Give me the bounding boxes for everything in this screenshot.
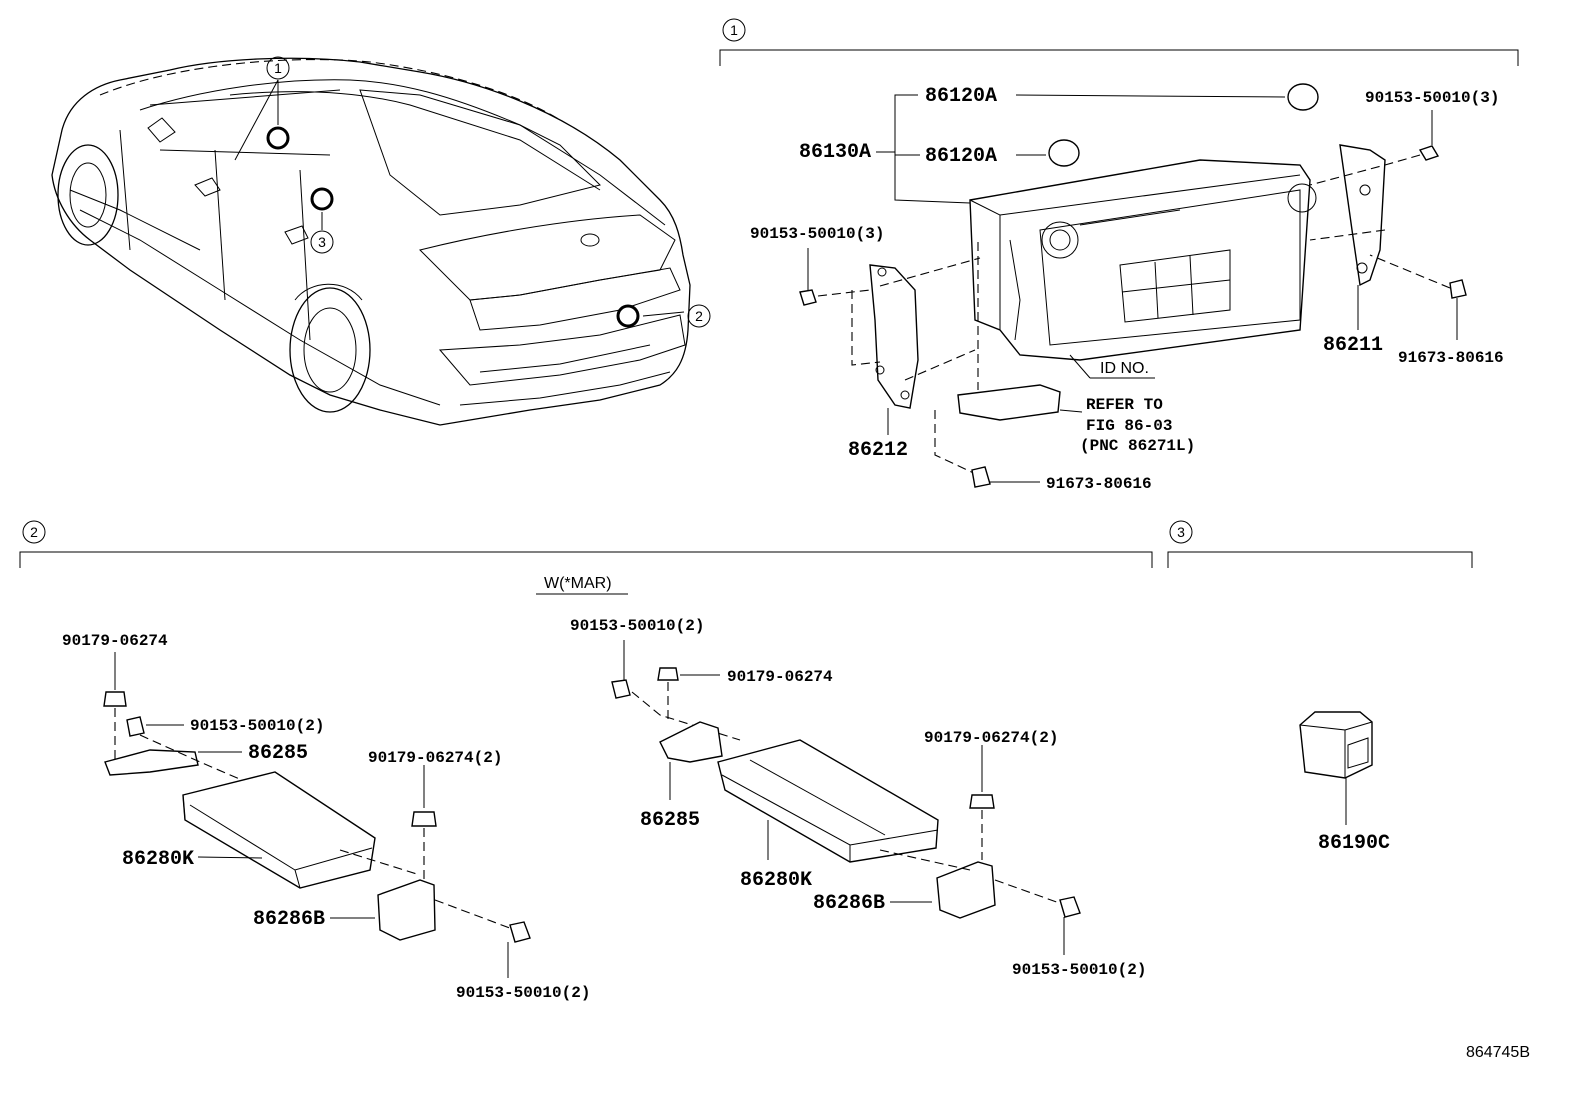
label-screw-right: 91673-80616 [1398, 349, 1504, 367]
left-bolt-bottom-icon [509, 921, 531, 943]
left-nut-right-icon [411, 811, 437, 827]
left-assembly: 90179-06274 90153-50010(2) 86285 86280K … [62, 632, 590, 1002]
label-86120A-mid: 86120A [925, 145, 997, 168]
label-86211: 86211 [1323, 334, 1383, 357]
section-1-bracket [719, 49, 1519, 66]
section-3-number: 3 [1177, 524, 1185, 540]
part-86190C-icon [1299, 711, 1373, 779]
left-bracket-86285 [104, 749, 199, 776]
section-3-bracket [1167, 551, 1473, 568]
left-bracket-86286B [377, 879, 436, 941]
refer-line-3: (PNC 86271L) [1080, 437, 1195, 455]
right-nut-icon [657, 667, 679, 681]
right-module-86280K [717, 739, 939, 863]
left-bolt-icon [126, 716, 145, 737]
right-bracket-label: 86285 [640, 809, 700, 832]
right-bolt-top-label: 90153-50010(2) [570, 617, 704, 635]
right-module-label: 86280K [740, 869, 812, 892]
vehicle-overview: 1 2 3 [51, 56, 711, 426]
screw-right-icon [1449, 279, 1467, 299]
bracket-86212 [869, 264, 919, 409]
section-2: 2 W(*MAR) 90179-06274 90153-50010(2) 862… [19, 520, 1153, 1002]
label-86212: 86212 [848, 439, 908, 462]
left-bracket-b-label: 86286B [253, 908, 325, 931]
right-bolt-bottom-label: 90153-50010(2) [1012, 961, 1146, 979]
label-bolt-left: 90153-50010(3) [750, 225, 884, 243]
left-bolt-bottom-label: 90153-50010(2) [456, 984, 590, 1002]
left-nut-top-label: 90179-06274 [62, 632, 168, 650]
section-1: 1 86130A 86120A 86120A [719, 18, 1519, 493]
right-bolt-top-icon [611, 679, 631, 699]
bracket-86211 [1339, 144, 1386, 287]
right-bolt-bottom-icon [1059, 896, 1081, 918]
label-bolt-right: 90153-50010(3) [1365, 89, 1499, 107]
head-unit-86130A [969, 159, 1317, 361]
left-nut-top-icon [103, 691, 127, 707]
location-marker-2 [616, 304, 640, 328]
label-86130A: 86130A [799, 141, 871, 164]
id-module [957, 384, 1061, 421]
right-bracket-b-label: 86286B [813, 892, 885, 915]
callout-circle-1 [266, 56, 290, 80]
right-assembly: 90153-50010(2) 90179-06274 86285 86280K … [570, 617, 1146, 979]
left-module-label: 86280K [122, 848, 194, 871]
right-nut-right-icon [969, 794, 995, 809]
section-2-bracket [19, 551, 1153, 568]
knob-mid [1048, 139, 1080, 167]
label-id-no: ID NO. [1100, 360, 1149, 377]
right-nut-label: 90179-06274 [727, 668, 833, 686]
screw-bottom-icon [971, 466, 991, 488]
callout-circle-2 [687, 304, 711, 328]
section-2-marker [22, 520, 46, 544]
label-86190C: 86190C [1318, 832, 1390, 855]
label-86120A-top: 86120A [925, 85, 997, 108]
left-module-86280K [182, 771, 376, 889]
bolt-right-icon [1418, 145, 1440, 161]
knob-top [1287, 83, 1319, 111]
left-bracket-label: 86285 [248, 742, 308, 765]
left-bolt-label: 90153-50010(2) [190, 717, 324, 735]
section-3: 3 86190C [1167, 520, 1473, 855]
callout-circle-3 [310, 230, 334, 254]
refer-line-2: FIG 86-03 [1086, 417, 1172, 435]
callout-2: 2 [695, 308, 703, 324]
label-screw-bottom: 91673-80616 [1046, 475, 1152, 493]
location-marker-1 [266, 126, 290, 150]
refer-line-1: REFER TO [1086, 396, 1163, 414]
section-2-number: 2 [30, 524, 38, 540]
callout-1: 1 [274, 60, 282, 76]
callout-3: 3 [318, 234, 326, 250]
section-1-number: 1 [730, 22, 738, 38]
variant-label: W(*MAR) [544, 575, 612, 592]
section-1-marker [722, 18, 746, 42]
diagram-code: 864745B [1466, 1044, 1530, 1061]
right-bracket-86286B [936, 861, 996, 919]
location-marker-3 [310, 187, 334, 211]
right-bracket-86285 [659, 721, 723, 763]
left-nut-right-label: 90179-06274(2) [368, 749, 502, 767]
right-nut-right-label: 90179-06274(2) [924, 729, 1058, 747]
section-3-marker [1169, 520, 1193, 544]
bolt-left-icon [799, 289, 817, 306]
